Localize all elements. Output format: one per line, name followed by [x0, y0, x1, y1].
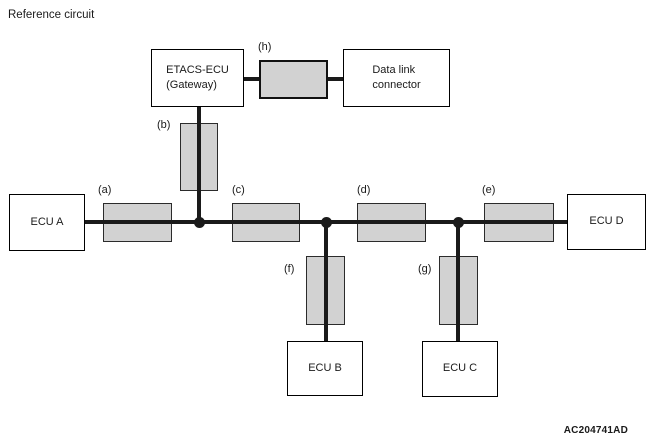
node-label: ECU D — [589, 215, 624, 228]
node-label: ECU B — [308, 361, 342, 374]
node-ecu-d: ECU D — [567, 194, 646, 250]
connector-label-g: (g) — [418, 263, 432, 275]
diagram-title: Reference circuit — [8, 9, 95, 21]
node-ecu-c: ECU C — [422, 341, 498, 397]
connector-label-a: (a) — [98, 184, 112, 196]
connector-label-d: (d) — [357, 184, 371, 196]
node-ecu-a: ECU A — [9, 194, 85, 251]
wire-etacs-drop — [197, 107, 201, 224]
node-data-link-connector: Data link connector — [343, 49, 450, 107]
node-label-line: connector — [372, 79, 421, 91]
node-label: ECU A — [30, 215, 64, 228]
node-label-line: Data link — [372, 63, 416, 76]
connector-label-h: (h) — [258, 41, 272, 53]
bus-junction-dot-middle — [321, 217, 332, 228]
connector-label-c: (c) — [232, 184, 245, 196]
figure-id: AC204741AD — [563, 425, 628, 436]
bus-junction-dot-right — [453, 217, 464, 228]
node-label: ECU C — [442, 362, 478, 375]
node-etacs-ecu-gateway: ETACS-ECU (Gateway) — [151, 49, 244, 107]
wire-ecu-c-drop — [456, 222, 460, 341]
connector-label-f: (f) — [284, 263, 295, 275]
connector-label-e: (e) — [482, 184, 496, 196]
node-ecu-b: ECU B — [287, 341, 363, 396]
connector-label-b: (b) — [157, 119, 171, 131]
node-label-line: (Gateway) — [166, 79, 217, 91]
node-label-line: ETACS-ECU — [166, 63, 229, 76]
wire-ecu-b-drop — [324, 222, 328, 341]
connector-block-h — [259, 60, 328, 99]
bus-junction-dot-left — [194, 217, 205, 228]
